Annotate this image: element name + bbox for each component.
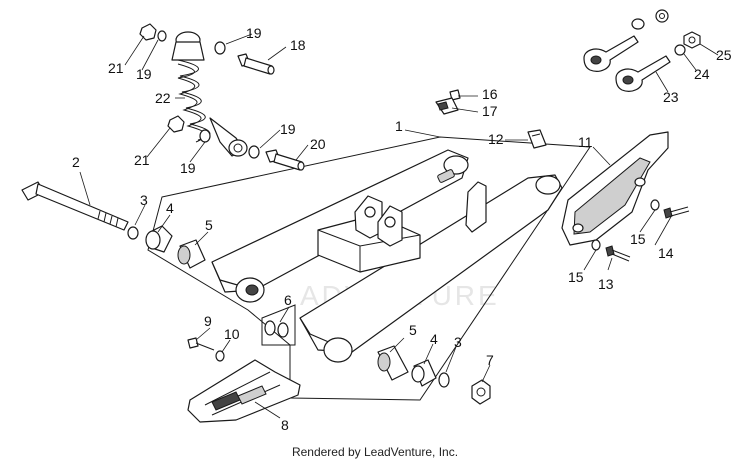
- callout-23: 23: [663, 89, 679, 105]
- callout-21-top: 21: [108, 60, 124, 76]
- screw-9: [187, 337, 215, 351]
- callout-1: 1: [395, 118, 403, 134]
- nut-25: [683, 31, 701, 49]
- callout-17: 17: [482, 103, 498, 119]
- washers-6: [261, 304, 296, 346]
- callout-3-right: 3: [454, 334, 462, 350]
- chain-slider-8: [187, 359, 301, 423]
- washer-3-left: [127, 226, 139, 240]
- leader-lines: [79, 33, 719, 419]
- callout-25: 25: [716, 47, 732, 63]
- rendered-by-credit: Rendered by LeadVenture, Inc.: [291, 445, 459, 459]
- washer-nut-top: [631, 9, 669, 30]
- chain-guard-11: [561, 131, 669, 246]
- pivot-bolt: [21, 181, 129, 231]
- washer-19-bottom-left: [199, 129, 211, 143]
- callout-21-bottom: 21: [134, 152, 150, 168]
- bushing-4-right: [411, 359, 437, 387]
- callout-20: 20: [310, 136, 326, 152]
- washer-3-right: [438, 372, 450, 388]
- nut-21-bottom: [167, 115, 185, 133]
- bolt-20: [265, 149, 305, 171]
- callout-5: 5: [205, 217, 213, 233]
- nut-17: [435, 97, 459, 115]
- callout-19-top-right: 19: [246, 25, 262, 41]
- bolt-16: [449, 89, 461, 101]
- callout-14: 14: [658, 245, 674, 261]
- callout-15-upper: 15: [630, 231, 646, 247]
- swingarm: [211, 149, 563, 363]
- callout-11: 11: [578, 134, 593, 150]
- callout-6: 6: [284, 292, 292, 308]
- bushing-5-left: [177, 239, 206, 269]
- bushing-4-left: [145, 225, 173, 253]
- bolt-18: [237, 53, 275, 75]
- screw-14: [663, 206, 690, 219]
- callout-18: 18: [290, 37, 306, 53]
- chain-adjuster-upper: [583, 35, 639, 72]
- washer-24: [674, 44, 686, 56]
- callout-15-lower: 15: [568, 269, 584, 285]
- callout-24: 24: [694, 66, 710, 82]
- washer-19-bottom-right: [248, 145, 260, 159]
- callout-labels: 1 2 3 4 5 6 9 10 8 5 4 3 7 11 12 13 14 1…: [72, 25, 732, 433]
- callout-4-right: 4: [430, 331, 438, 347]
- washer-19-top-right: [214, 41, 226, 55]
- chain-adjuster-23: [615, 55, 671, 92]
- screw-13: [605, 245, 631, 262]
- callout-19-top-left: 19: [136, 66, 152, 82]
- bushing-5-right: [377, 345, 409, 381]
- callout-2: 2: [72, 154, 80, 170]
- callout-9: 9: [204, 313, 212, 329]
- washer-15-lower: [591, 239, 601, 251]
- callout-12: 12: [488, 131, 504, 147]
- callout-13: 13: [598, 276, 614, 292]
- callout-7: 7: [486, 352, 494, 368]
- clip-12: [527, 129, 547, 149]
- washer-15-upper: [650, 199, 660, 211]
- callout-4: 4: [166, 200, 174, 216]
- washer-19-top-left: [157, 30, 167, 42]
- washer-10: [215, 350, 225, 362]
- callout-3: 3: [140, 192, 148, 208]
- callout-10: 10: [224, 326, 240, 342]
- callout-5-right: 5: [409, 322, 417, 338]
- callout-19-bottom-left: 19: [180, 160, 196, 176]
- callout-19-bottom-right: 19: [280, 121, 296, 137]
- callout-22: 22: [155, 90, 171, 106]
- callout-16: 16: [482, 86, 498, 102]
- nut-7: [471, 379, 491, 405]
- callout-8: 8: [281, 417, 289, 433]
- nut-21-top: [139, 23, 157, 41]
- shock-absorber-22: [171, 31, 248, 157]
